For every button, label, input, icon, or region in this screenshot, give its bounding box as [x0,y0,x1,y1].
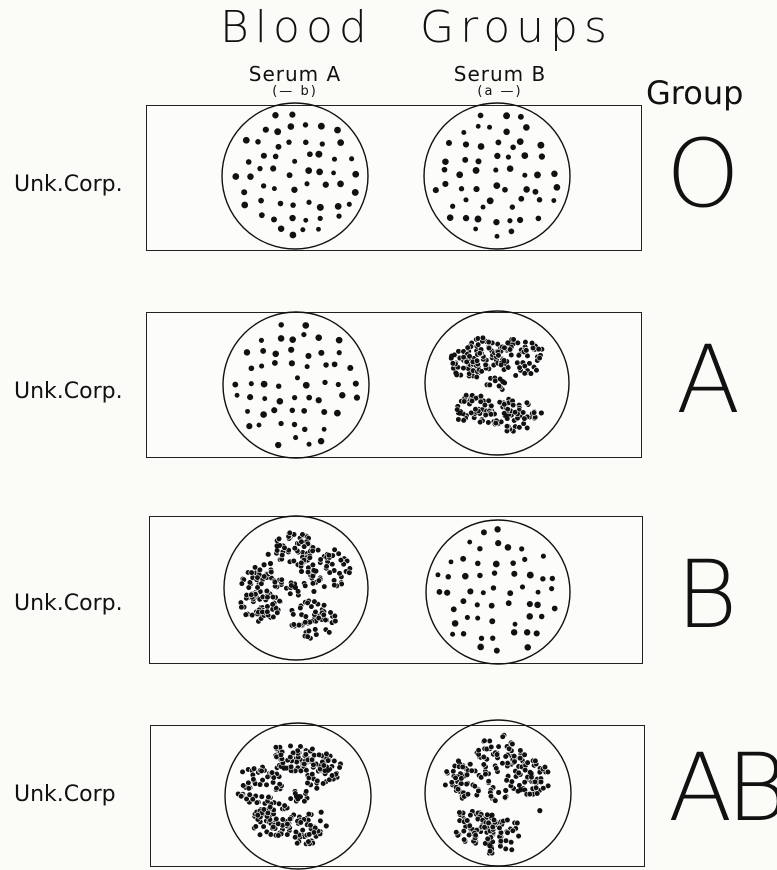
serum-plate-o-a [222,103,368,249]
serum-plate-o-b [424,103,570,249]
